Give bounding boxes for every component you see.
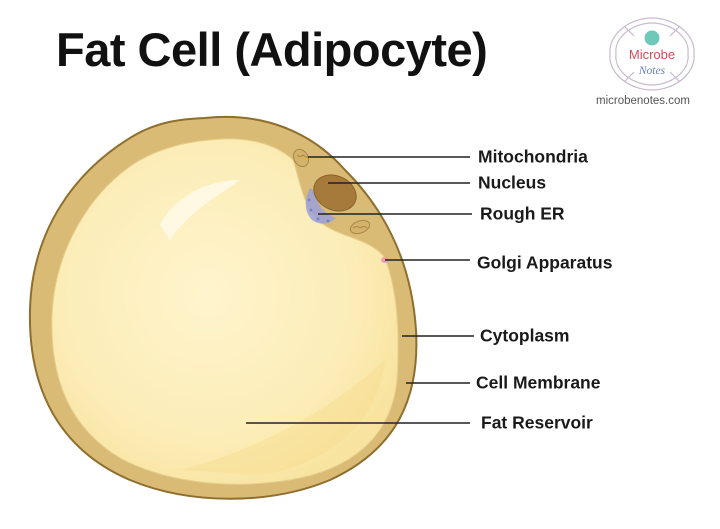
fat-highlight-lower [180,360,385,475]
label-cytoplasm: Cytoplasm [480,325,570,346]
fat-highlight [160,180,240,240]
diagram-title: Fat Cell (Adipocyte) [56,23,488,76]
label-cell-membrane: Cell Membrane [476,372,601,393]
mitochondria-shape [292,148,371,235]
svg-text:Microbe: Microbe [629,47,675,62]
logo-dot-icon [644,30,660,46]
microbe-notes-logo: Microbe Notes [609,17,695,91]
label-mitochondria: Mitochondria [478,146,588,167]
label-fat-reservoir: Fat Reservoir [481,412,593,433]
nucleus-shape [313,174,357,212]
svg-text:Notes: Notes [638,65,666,77]
logo-website: microbenotes.com [596,95,690,107]
label-golgi-apparatus: Golgi Apparatus [477,252,613,273]
label-nucleus: Nucleus [478,172,547,193]
label-rough-er: Rough ER [480,203,565,224]
